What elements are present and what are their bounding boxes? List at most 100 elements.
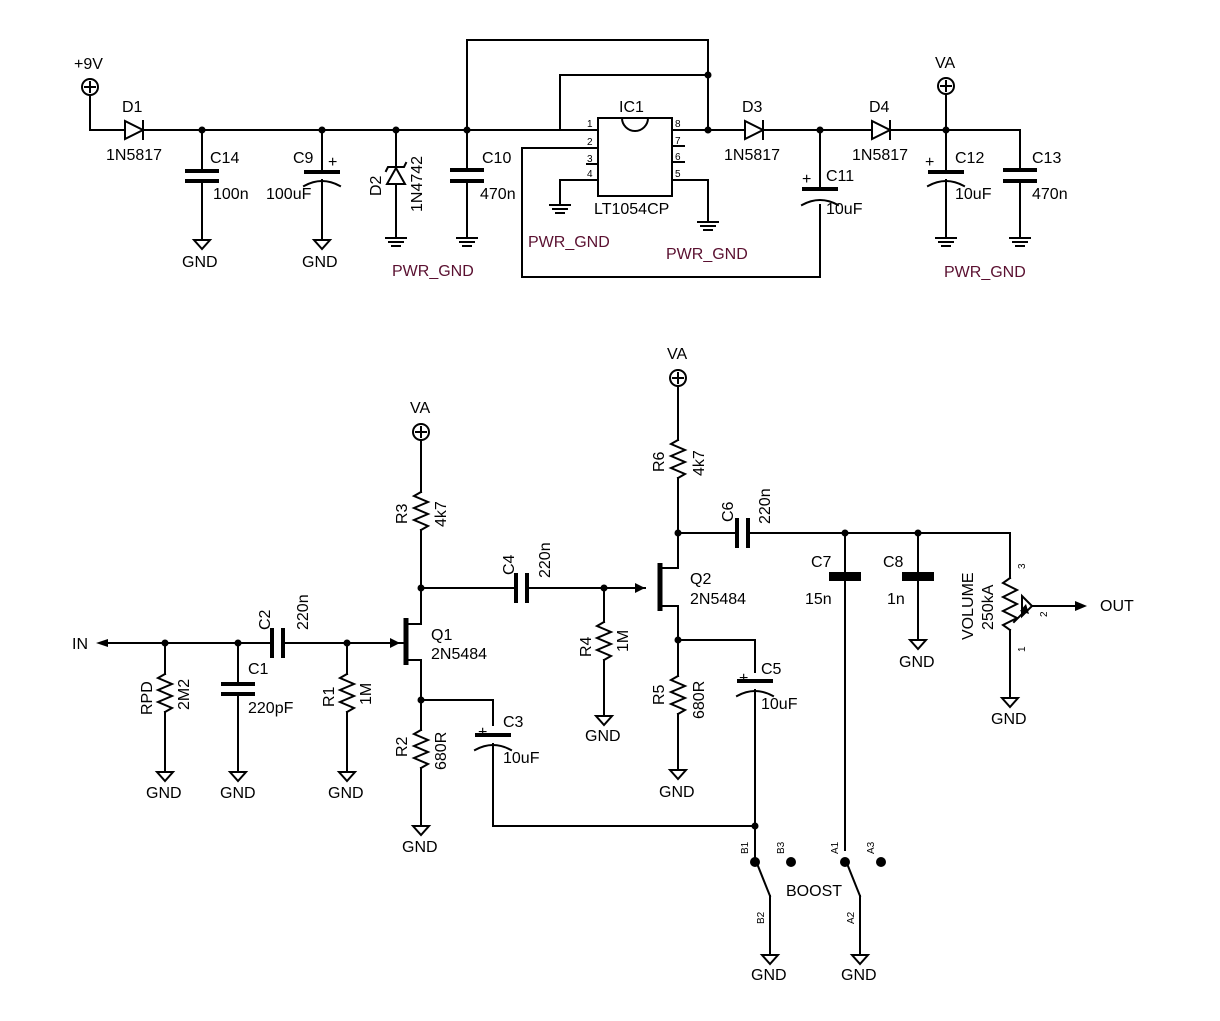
q2-value: 2N5484	[690, 591, 746, 608]
c6-capacitor: C6 220n	[677, 488, 1011, 548]
c7-value: 15n	[805, 591, 832, 608]
d4-ref: D4	[869, 99, 890, 116]
d1-value: 1N5817	[106, 147, 162, 164]
r5-value: 680R	[691, 681, 708, 719]
c12-value: 10uF	[955, 186, 992, 203]
c7-capacitor: C7 15n	[805, 529, 861, 851]
r5-ref: R5	[651, 684, 668, 705]
r1-value: 1M	[358, 683, 375, 705]
gnd-label: GND	[402, 839, 438, 856]
d1-ref: D1	[122, 99, 143, 116]
c12-plus: +	[925, 154, 934, 171]
c13-ref: C13	[1032, 150, 1061, 167]
d1-diode: D1 1N5817	[106, 99, 162, 164]
c9-capacitor: + C9 100uF GND	[266, 126, 342, 271]
q2-ref: Q2	[690, 571, 711, 588]
sw-b2: B2	[756, 911, 767, 924]
ic1-pin2: 2	[587, 137, 593, 148]
r4-value: 1M	[615, 630, 632, 652]
c1-ref: C1	[248, 661, 269, 678]
c3-ref: C3	[503, 714, 524, 731]
ic1-lt1054: IC1 LT1054CP 1 2 3 4 5 6 7 8	[559, 99, 709, 218]
c1-value: 220pF	[248, 700, 294, 717]
out-label: OUT	[1100, 598, 1134, 615]
ic1-pin4: 4	[587, 169, 593, 180]
gnd-label: GND	[328, 785, 364, 802]
c3-plus: +	[478, 724, 487, 741]
r3-ref: R3	[394, 503, 411, 524]
volume-potentiometer: VOLUME 250kA 3 2 1 GND	[960, 532, 1087, 728]
c11-plus: +	[802, 171, 811, 188]
r3-value: 4k7	[433, 501, 450, 527]
va-terminal: VA	[667, 346, 687, 387]
d3-value: 1N5817	[724, 147, 780, 164]
gnd-label: GND	[585, 728, 621, 745]
switch-a: A1 A2 A3 GND	[830, 841, 886, 984]
r2-ref: R2	[394, 736, 411, 757]
c13-capacitor: C13 470n	[1003, 129, 1068, 247]
rpd-value: 2M2	[176, 679, 193, 710]
c14-value: 100n	[213, 186, 249, 203]
d2-value: 1N4742	[409, 156, 426, 212]
d4-diode: D4 1N5817	[852, 99, 908, 164]
c9-plus: +	[328, 154, 337, 171]
gnd-label: GND	[841, 967, 877, 984]
c2-ref: C2	[257, 609, 274, 630]
pwr-gnd-label: PWR_GND	[392, 263, 474, 280]
switch-b: B1 B2 B3 GND	[740, 839, 796, 984]
va-label: VA	[410, 400, 430, 417]
d4-value: 1N5817	[852, 147, 908, 164]
c2-capacitor: C2 220n	[257, 594, 312, 658]
c13-value: 470n	[1032, 186, 1068, 203]
c9-ref: C9	[293, 150, 314, 167]
gnd-label: GND	[220, 785, 256, 802]
c5-ref: C5	[761, 661, 782, 678]
gnd-label: GND	[182, 254, 218, 271]
r2-value: 680R	[433, 732, 450, 770]
r4-resistor: R4 1M GND	[578, 584, 632, 745]
ic1-ref: IC1	[619, 99, 644, 116]
c14-capacitor: C14 100n GND	[182, 126, 249, 271]
c11-capacitor: + C11 10uF	[800, 126, 863, 218]
sw-b1: B1	[740, 841, 751, 854]
d2-ref: D2	[368, 175, 385, 196]
gnd-label: GND	[991, 711, 1027, 728]
c4-ref: C4	[501, 554, 518, 575]
c2-value: 220n	[295, 594, 312, 630]
d3-diode: D3 1N5817	[724, 99, 780, 164]
plus-9v-label: +9V	[74, 56, 103, 73]
va-label: VA	[935, 55, 955, 72]
va-terminal: VA	[410, 400, 430, 441]
c6-value: 220n	[757, 488, 774, 524]
in-label: IN	[72, 636, 88, 653]
r6-ref: R6	[651, 451, 668, 472]
sw-a3: A3	[866, 841, 877, 854]
pwr-gnd-label: PWR_GND	[944, 264, 1026, 281]
r4-ref: R4	[578, 636, 595, 657]
boost-label: BOOST	[786, 883, 842, 900]
c10-value: 470n	[480, 186, 516, 203]
r6-resistor: R6 4k7	[651, 438, 708, 480]
c14-ref: C14	[210, 150, 239, 167]
c9-value: 100uF	[266, 186, 312, 203]
ic1-pin1: 1	[587, 119, 593, 130]
volume-pin3: 3	[1017, 563, 1028, 569]
c11-ref: C11	[826, 168, 854, 185]
c11-value: 10uF	[826, 201, 863, 218]
ic1-pin8: 8	[675, 119, 681, 130]
c1-capacitor: C1 220pF GND	[220, 639, 294, 802]
gnd-label: GND	[899, 654, 935, 671]
ic1-pin6: 6	[675, 152, 681, 163]
c4-capacitor: C4 220n	[420, 542, 646, 603]
d3-ref: D3	[742, 99, 763, 116]
c8-ref: C8	[883, 554, 904, 571]
va-label: VA	[667, 346, 687, 363]
ic1-value: LT1054CP	[594, 201, 669, 218]
gnd-label: GND	[302, 254, 338, 271]
c6-ref: C6	[720, 501, 737, 522]
c3-value: 10uF	[503, 750, 540, 767]
q2-jfet: Q2 2N5484	[657, 561, 746, 641]
c12-ref: C12	[955, 150, 984, 167]
r6-value: 4k7	[691, 450, 708, 476]
